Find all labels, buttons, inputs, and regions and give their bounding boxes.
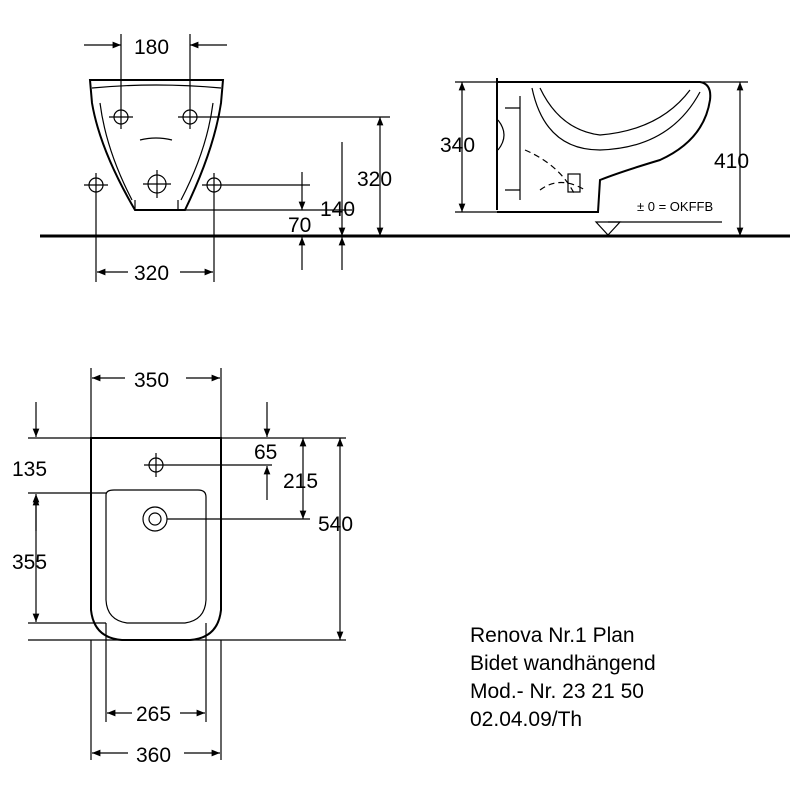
dim-180: 180 bbox=[134, 36, 169, 59]
mounting-holes bbox=[84, 105, 226, 198]
side-view-labels: 340 410 ± 0 = OKFFB bbox=[440, 134, 749, 214]
product-type: Bidet wandhängend bbox=[470, 652, 656, 675]
dim-410: 410 bbox=[714, 150, 749, 173]
drain bbox=[142, 506, 168, 532]
top-view-labels: 350 65 135 215 540 355 265 360 bbox=[12, 369, 353, 767]
product-name: Renova Nr.1 Plan bbox=[470, 624, 635, 647]
dim-540: 540 bbox=[318, 513, 353, 536]
model-number: Mod.- Nr. 23 21 50 bbox=[470, 680, 644, 703]
front-view bbox=[40, 34, 790, 282]
dim-70: 70 bbox=[288, 214, 311, 237]
top-view bbox=[28, 368, 346, 760]
dim-360: 360 bbox=[136, 744, 171, 767]
dim-320-bottom: 320 bbox=[134, 262, 169, 285]
side-view bbox=[455, 78, 748, 236]
dim-265: 265 bbox=[136, 703, 171, 726]
dim-355: 355 bbox=[12, 551, 47, 574]
bowl-outline bbox=[105, 489, 207, 624]
front-view-labels: 180 320 320 140 70 bbox=[134, 36, 392, 285]
dim-320-height: 320 bbox=[357, 168, 392, 191]
floor-label: ± 0 = OKFFB bbox=[637, 199, 713, 214]
side-bidet-outline bbox=[497, 81, 712, 213]
dim-340: 340 bbox=[440, 134, 475, 157]
dim-140: 140 bbox=[320, 198, 355, 221]
dim-135: 135 bbox=[12, 458, 47, 481]
floor-marker-triangle bbox=[594, 221, 622, 236]
dim-350: 350 bbox=[134, 369, 169, 392]
dim-215: 215 bbox=[283, 470, 318, 493]
dim-65: 65 bbox=[254, 441, 277, 464]
title-block: Renova Nr.1 Plan Bidet wandhängend Mod.-… bbox=[470, 622, 656, 734]
drawing-date: 02.04.09/Th bbox=[470, 708, 583, 731]
